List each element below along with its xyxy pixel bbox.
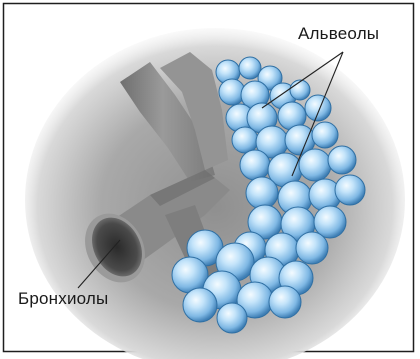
- alveolus: [290, 80, 310, 100]
- alveolus: [240, 150, 270, 180]
- alveolus: [246, 177, 278, 209]
- alveolus: [232, 127, 258, 153]
- alveolus: [269, 286, 301, 318]
- alveolus: [183, 288, 217, 322]
- alveolus: [172, 257, 208, 293]
- alveolus: [239, 57, 261, 79]
- alveolus: [299, 149, 331, 181]
- alveoli-label: Альвеолы: [298, 24, 379, 44]
- alveolus: [328, 146, 356, 174]
- alveolus: [296, 232, 328, 264]
- alveolus: [305, 95, 331, 121]
- bronchioles-label: Бронхиолы: [18, 289, 108, 309]
- alveolus: [312, 122, 338, 148]
- alveolus: [335, 175, 365, 205]
- alveolus: [217, 303, 247, 333]
